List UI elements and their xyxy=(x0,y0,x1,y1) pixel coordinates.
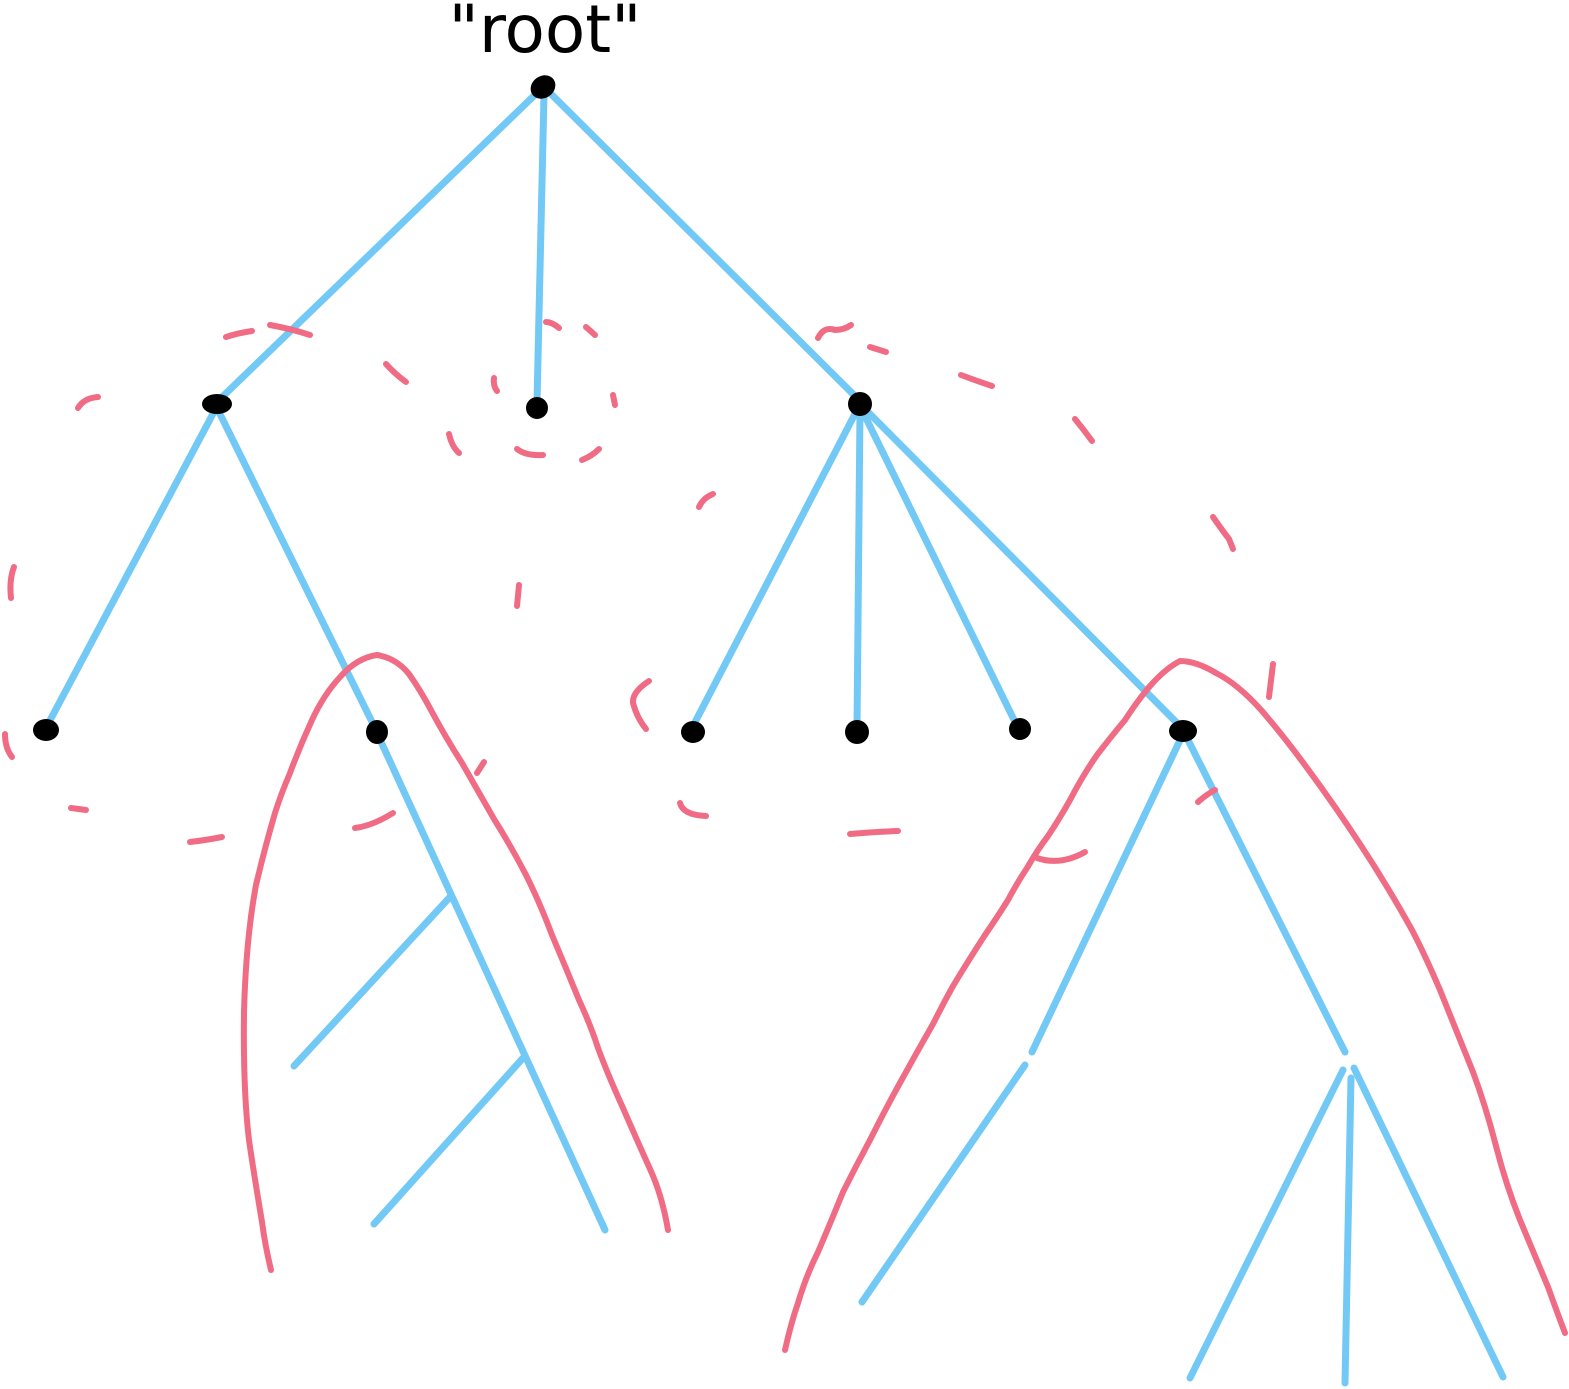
traversal-path xyxy=(2,319,1568,1353)
dash-5 xyxy=(490,375,500,394)
edge-subtree-right-a xyxy=(1186,1066,1347,1382)
edge-inner-branch-1 xyxy=(290,893,454,1070)
dash-19 xyxy=(696,491,716,510)
dash-23 xyxy=(815,322,854,341)
edge-right-child-2 xyxy=(853,406,864,732)
edge-root-middle xyxy=(533,91,548,406)
node-left xyxy=(202,394,232,414)
dash-26 xyxy=(1072,416,1095,444)
edge-subtree-left-extend xyxy=(858,1061,1029,1306)
edge-left-leaf xyxy=(43,406,219,730)
dash-10 xyxy=(514,446,546,459)
dash-6 xyxy=(543,319,562,331)
node-right-child-3 xyxy=(1009,718,1031,740)
tree-nodes xyxy=(33,75,1197,744)
node-right xyxy=(848,392,872,416)
dash-13 xyxy=(514,582,522,609)
node-root xyxy=(530,75,556,99)
dash-3 xyxy=(267,322,313,338)
dash-17 xyxy=(352,810,396,831)
edge-subtree-right-c xyxy=(1350,1064,1507,1381)
dash-11 xyxy=(579,446,602,463)
dash-29 xyxy=(1195,787,1218,805)
dash-7 xyxy=(583,324,598,338)
dash-18 xyxy=(474,759,487,776)
dash-21 xyxy=(677,800,709,819)
dash-16 xyxy=(187,834,225,845)
dash-25 xyxy=(958,372,995,389)
dash-9 xyxy=(446,431,462,456)
edge-subtree-right-b xyxy=(1341,1074,1355,1387)
tree-edges xyxy=(43,84,1507,1387)
dash-4 xyxy=(383,361,409,385)
dash-2 xyxy=(223,328,255,340)
edge-root-right xyxy=(541,84,863,404)
dash-20 xyxy=(629,678,652,732)
dash-28 xyxy=(1266,661,1276,700)
edge-right-child-4 xyxy=(860,404,1186,732)
node-middle xyxy=(526,397,548,419)
node-left-inner xyxy=(366,720,388,744)
dash-14 xyxy=(2,731,15,760)
edge-inner-branch-2 xyxy=(370,1054,527,1228)
dash-12 xyxy=(7,564,17,601)
node-right-child-1 xyxy=(681,721,705,743)
edge-subtree-left xyxy=(1028,732,1186,1056)
edge-root-left xyxy=(213,84,546,406)
dash-8 xyxy=(610,392,618,408)
node-left-leaf xyxy=(33,719,59,741)
dash-15 xyxy=(68,805,89,813)
node-right-child-2 xyxy=(845,720,869,744)
dash-22 xyxy=(847,828,901,837)
dash-30 xyxy=(1034,849,1088,864)
edge-right-child-1 xyxy=(688,406,861,732)
edge-right-child-3 xyxy=(858,406,1022,732)
node-right-child-4 xyxy=(1169,720,1197,742)
contour-right-subtree xyxy=(782,658,1568,1353)
dash-27 xyxy=(1210,514,1236,552)
edge-left-inner xyxy=(214,406,379,732)
dash-24 xyxy=(867,344,889,355)
dash-1 xyxy=(75,394,101,411)
contour-left-subtree xyxy=(240,652,671,1273)
root-label: "root" xyxy=(448,0,641,68)
edge-inner-down xyxy=(373,729,609,1234)
